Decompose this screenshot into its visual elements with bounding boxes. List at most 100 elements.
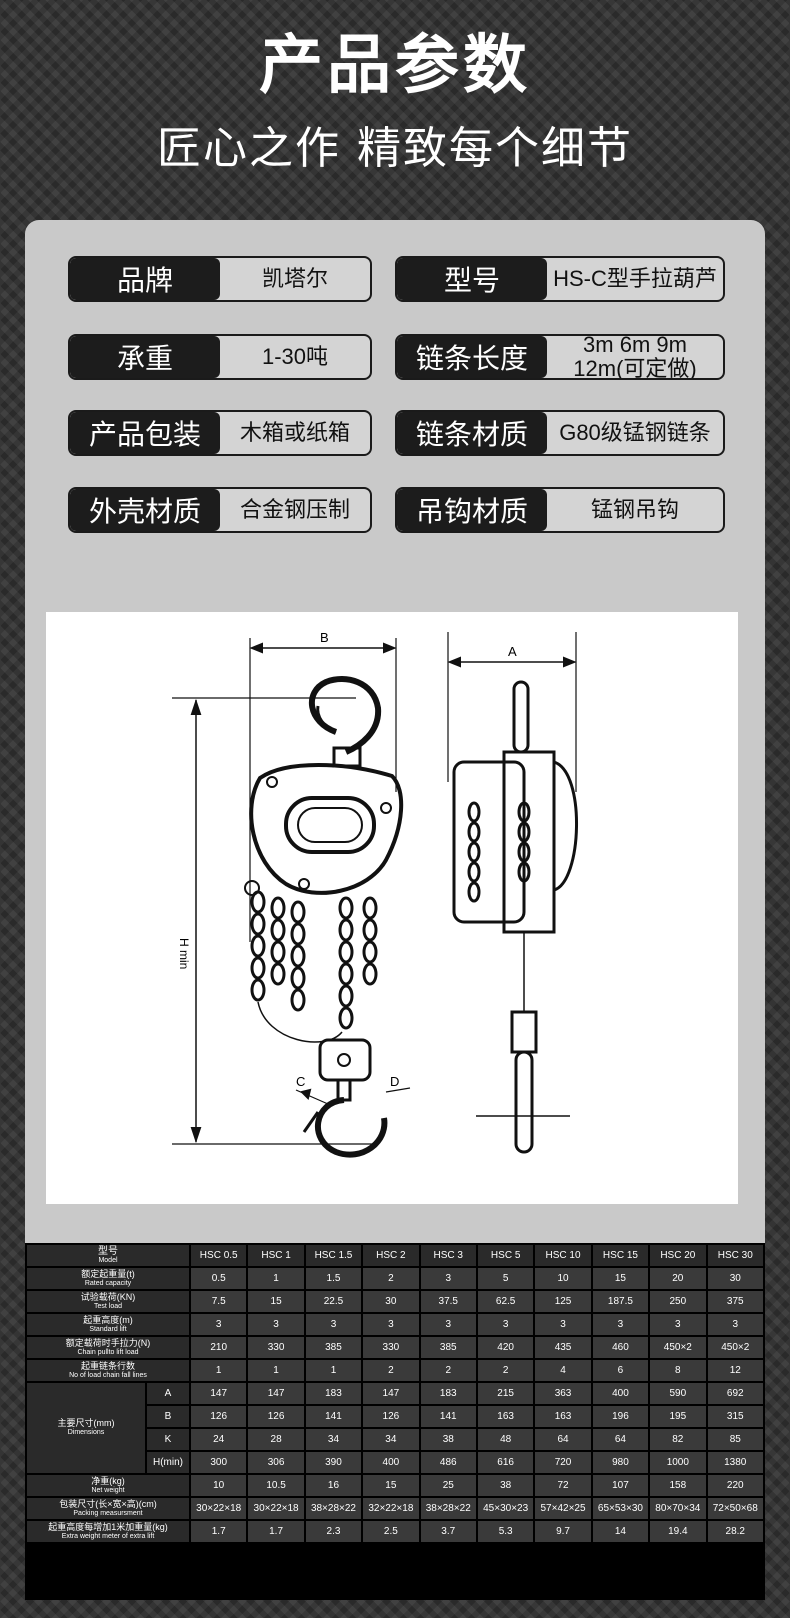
table-cell: 2.3 — [305, 1521, 362, 1542]
table-cell: 1.7 — [248, 1521, 304, 1542]
row-header: 额定起重量(t)Rated capacity — [27, 1268, 189, 1289]
table-cell: 3 — [535, 1314, 591, 1335]
row-header-cn: 试验载荷(KN) — [80, 1291, 136, 1302]
model-cell: HSC 0.5 — [191, 1245, 247, 1266]
row-header: 净重(kg)Net weight — [27, 1475, 189, 1496]
table-cell: 980 — [592, 1452, 649, 1473]
table-cell: 460 — [592, 1337, 649, 1358]
table-cell: 48 — [477, 1429, 534, 1450]
table-cell: 3 — [650, 1314, 706, 1335]
table-cell: 215 — [477, 1383, 534, 1404]
spec-chain-length: 链条长度 3m 6m 9m 12m(可定做) — [395, 334, 725, 380]
table-cell: 34 — [363, 1429, 419, 1450]
table-cell: 8 — [650, 1360, 706, 1381]
model-cell: HSC 10 — [535, 1245, 591, 1266]
row-header-cn: 起重高度每增加1米加重量(kg) — [48, 1521, 168, 1532]
row-header-cn: 主要尺寸(mm) — [57, 1418, 115, 1428]
table-cell: 141 — [305, 1406, 362, 1427]
table-cell: 330 — [363, 1337, 419, 1358]
table-cell: 20 — [650, 1268, 706, 1289]
table-cell: 2 — [363, 1360, 419, 1381]
table-cell: 82 — [650, 1429, 706, 1450]
spec-value: 3m 6m 9m 12m(可定做) — [573, 334, 697, 380]
row-header-cn: 型号 — [98, 1245, 118, 1257]
table-cell: 4 — [535, 1360, 591, 1381]
table-cell: 390 — [305, 1452, 362, 1473]
table-cell: 3 — [305, 1314, 362, 1335]
spec-value: 1-30吨 — [261, 344, 329, 369]
table-cell: 2.5 — [363, 1521, 419, 1542]
table-cell: 45×30×23 — [477, 1498, 534, 1519]
model-cell: HSC 20 — [650, 1245, 706, 1266]
table-row: 起重高度每增加1米加重量(kg)Extra weight meter of ex… — [27, 1521, 763, 1542]
table-cell: 210 — [191, 1337, 247, 1358]
table-cell: 72 — [535, 1475, 591, 1496]
model-cell: HSC 15 — [592, 1245, 649, 1266]
table-cell: 2 — [420, 1360, 476, 1381]
label-d: D — [390, 1074, 399, 1089]
row-header-en: Dimensions — [67, 1429, 105, 1436]
table-cell: 3 — [191, 1314, 247, 1335]
spec-label: 型号 — [397, 258, 547, 300]
table-cell: 15 — [592, 1268, 649, 1289]
table-cell: 32×22×18 — [363, 1498, 419, 1519]
table-cell: 125 — [535, 1291, 591, 1312]
table-cell: 3 — [477, 1314, 534, 1335]
table-cell: 14 — [592, 1521, 649, 1542]
row-header: 试验载荷(KN)Test load — [27, 1291, 189, 1312]
spec-hook-material: 吊钩材质 锰钢吊钩 — [395, 487, 725, 533]
row-header-en: Rated capacity — [84, 1279, 132, 1287]
table-cell: 38×28×22 — [305, 1498, 362, 1519]
table-cell: 330 — [248, 1337, 304, 1358]
spec-label: 吊钩材质 — [397, 489, 547, 531]
table-cell: 375 — [707, 1291, 763, 1312]
spec-capacity: 承重 1-30吨 — [68, 334, 372, 380]
row-header-cn: 包装尺寸(长×宽×高)(cm) — [59, 1498, 157, 1509]
table-cell: 147 — [191, 1383, 247, 1404]
table-cell: 38 — [477, 1475, 534, 1496]
spec-shell-material: 外壳材质 合金钢压制 — [68, 487, 372, 533]
dimension-key: A — [147, 1383, 189, 1404]
table-cell: 64 — [535, 1429, 591, 1450]
table-cell: 15 — [363, 1475, 419, 1496]
spec-value: 锰钢吊钩 — [590, 497, 679, 522]
table-cell: 158 — [650, 1475, 706, 1496]
table-cell: 126 — [248, 1406, 304, 1427]
label-c: C — [296, 1074, 305, 1089]
table-cell: 85 — [707, 1429, 763, 1450]
table-cell: 2 — [477, 1360, 534, 1381]
model-cell: HSC 2 — [363, 1245, 419, 1266]
table-cell: 450×2 — [707, 1337, 763, 1358]
hoist-diagram-svg: B A H min C D — [172, 630, 578, 1158]
table-cell: 220 — [707, 1475, 763, 1496]
spec-label: 品牌 — [70, 258, 220, 300]
model-cell: HSC 5 — [477, 1245, 534, 1266]
table-cell: 3 — [420, 1314, 476, 1335]
table-cell: 107 — [592, 1475, 649, 1496]
table-cell: 15 — [248, 1291, 304, 1312]
table-cell: 616 — [477, 1452, 534, 1473]
row-header-en: Net weight — [91, 1486, 125, 1494]
table-cell: 62.5 — [477, 1291, 534, 1312]
table-cell: 28 — [248, 1429, 304, 1450]
row-header-cn: 净重(kg) — [91, 1475, 125, 1486]
spec-model: 型号 HS-C型手拉葫芦 — [395, 256, 725, 302]
table-cell: 1.5 — [305, 1268, 362, 1289]
table-cell: 400 — [363, 1452, 419, 1473]
table-cell: 141 — [420, 1406, 476, 1427]
table-cell: 1380 — [707, 1452, 763, 1473]
table-cell: 183 — [420, 1383, 476, 1404]
table-cell: 80×70×34 — [650, 1498, 706, 1519]
table-cell: 147 — [363, 1383, 419, 1404]
table-cell: 3 — [363, 1314, 419, 1335]
row-header-en: Extra weight meter of extra lift — [61, 1532, 155, 1540]
hoist-diagram: B A H min C D — [46, 612, 738, 1204]
table-cell: 400 — [592, 1383, 649, 1404]
table-cell: 30 — [707, 1268, 763, 1289]
table-cell: 3.7 — [420, 1521, 476, 1542]
